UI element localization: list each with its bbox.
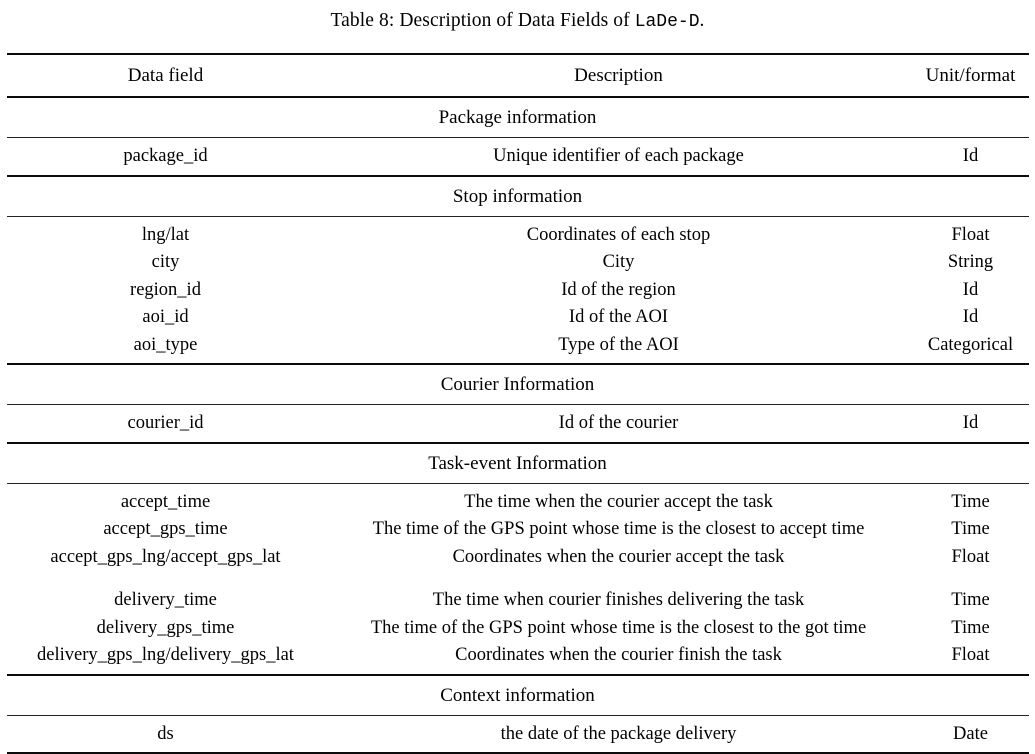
cell-data-field: delivery_gps_lng/delivery_gps_lat [37,645,294,665]
cell-unit-format: Float [951,546,990,567]
cell-unit-format: Categorical [927,334,1014,355]
table-row: ds the date of the package delivery Date [7,716,1029,754]
cell-unit-format: Id [962,413,979,433]
cell-unit-format: Time [951,491,990,512]
cell-description: The time when the courier accept the tas… [464,491,773,512]
cell-data-field: courier_id [127,413,204,433]
section-title: Courier Information [440,374,595,395]
cell-unit-format: Id [962,307,979,327]
caption-suffix: . [699,10,705,31]
cell-data-field: ds [157,723,174,744]
table-row: courier_id Id of the courier Id [7,405,1029,443]
cell-description: Id of the AOI [568,307,669,327]
section-rule [6,215,1029,217]
cell-data-field: region_id [130,279,201,300]
cell-data-field: lng/lat [141,224,190,245]
cell-unit-format: Float [951,224,990,245]
cell-data-field: delivery_gps_time [96,617,235,638]
cell-data-field: delivery_time [114,590,217,610]
table-row: delivery_gps_time The time of the GPS po… [7,614,1029,642]
data-fields-table: Data field Description Unit/format Packa… [6,53,1029,754]
cell-data-field: accept_gps_lng/accept_gps_lat [50,546,281,567]
table-row: delivery_time The time when courier fini… [7,587,1029,615]
cell-description: Unique identifier of each package [493,146,744,166]
table-row: region_id Id of the region Id [7,276,1029,304]
section-header-package-information: Package information [7,98,1029,138]
section-header-stop-information: Stop information [7,177,1029,217]
cell-unit-format: String [947,252,994,272]
cell-description: the date of the package delivery [500,723,737,744]
table-row: city City String [7,249,1029,277]
table-row: aoi_type Type of the AOI Categorical [7,331,1029,364]
section-title: Stop information [452,185,583,207]
cell-data-field: package_id [123,146,208,166]
column-header-data-field: Data field [127,65,204,86]
cell-unit-format: Id [962,279,979,300]
section-rule [6,482,1029,484]
cell-data-field: aoi_id [142,307,189,327]
table-row: package_id Unique identifier of each pac… [7,138,1029,176]
caption-prefix: Table 8: Description of Data Fields of [330,10,635,31]
cell-unit-format: Time [951,617,990,638]
table-row: accept_time The time when the courier ac… [7,484,1029,516]
table-caption: Table 8: Description of Data Fields of L… [0,0,1035,31]
table-row: aoi_id Id of the AOI Id [7,304,1029,332]
row-group-spacer [7,571,1029,587]
cell-unit-format: Date [953,723,988,744]
cell-description: The time when courier finishes deliverin… [432,590,805,610]
cell-description: Id of the region [561,279,676,300]
cell-description: Id of the courier [558,413,679,433]
cell-unit-format: Float [951,645,990,665]
cell-description: The time of the GPS point whose time is … [372,519,865,539]
caption-dataset-name: LaDe-D [634,12,700,32]
column-header-unit-format: Unit/format [925,65,1016,86]
cell-data-field: aoi_type [133,334,198,355]
table-container: Data field Description Unit/format Packa… [6,31,1029,754]
table-row: lng/lat Coordinates of each stop Float [7,217,1029,249]
cell-description: Coordinates of each stop [526,224,711,245]
cell-data-field: city [151,252,180,272]
cell-data-field: accept_gps_time [103,519,228,539]
cell-description: Type of the AOI [558,334,679,355]
cell-description: City [602,252,635,272]
cell-unit-format: Time [951,590,990,610]
cell-unit-format: Id [962,146,979,166]
table-row: delivery_gps_lng/delivery_gps_lat Coordi… [7,642,1029,675]
table-header-row: Data field Description Unit/format [7,55,1029,97]
section-header-context-information: Context information [7,676,1029,716]
table-row: accept_gps_time The time of the GPS poin… [7,516,1029,544]
section-header-courier-information: Courier Information [7,365,1029,405]
cell-description: The time of the GPS point whose time is … [370,617,867,638]
cell-data-field: accept_time [120,491,211,512]
cell-unit-format: Time [951,519,990,539]
section-title: Task-event Information [428,452,607,474]
section-rule [6,137,1029,138]
cell-description: Coordinates when the courier finish the … [455,645,782,665]
cell-description: Coordinates when the courier accept the … [452,546,785,567]
section-rule [6,404,1029,405]
table-row: accept_gps_lng/accept_gps_lat Coordinate… [7,543,1029,571]
section-title: Context information [440,684,595,706]
column-header-description: Description [574,65,663,86]
section-title: Package information [438,107,597,128]
section-header-task-event-information: Task-event Information [7,444,1029,484]
